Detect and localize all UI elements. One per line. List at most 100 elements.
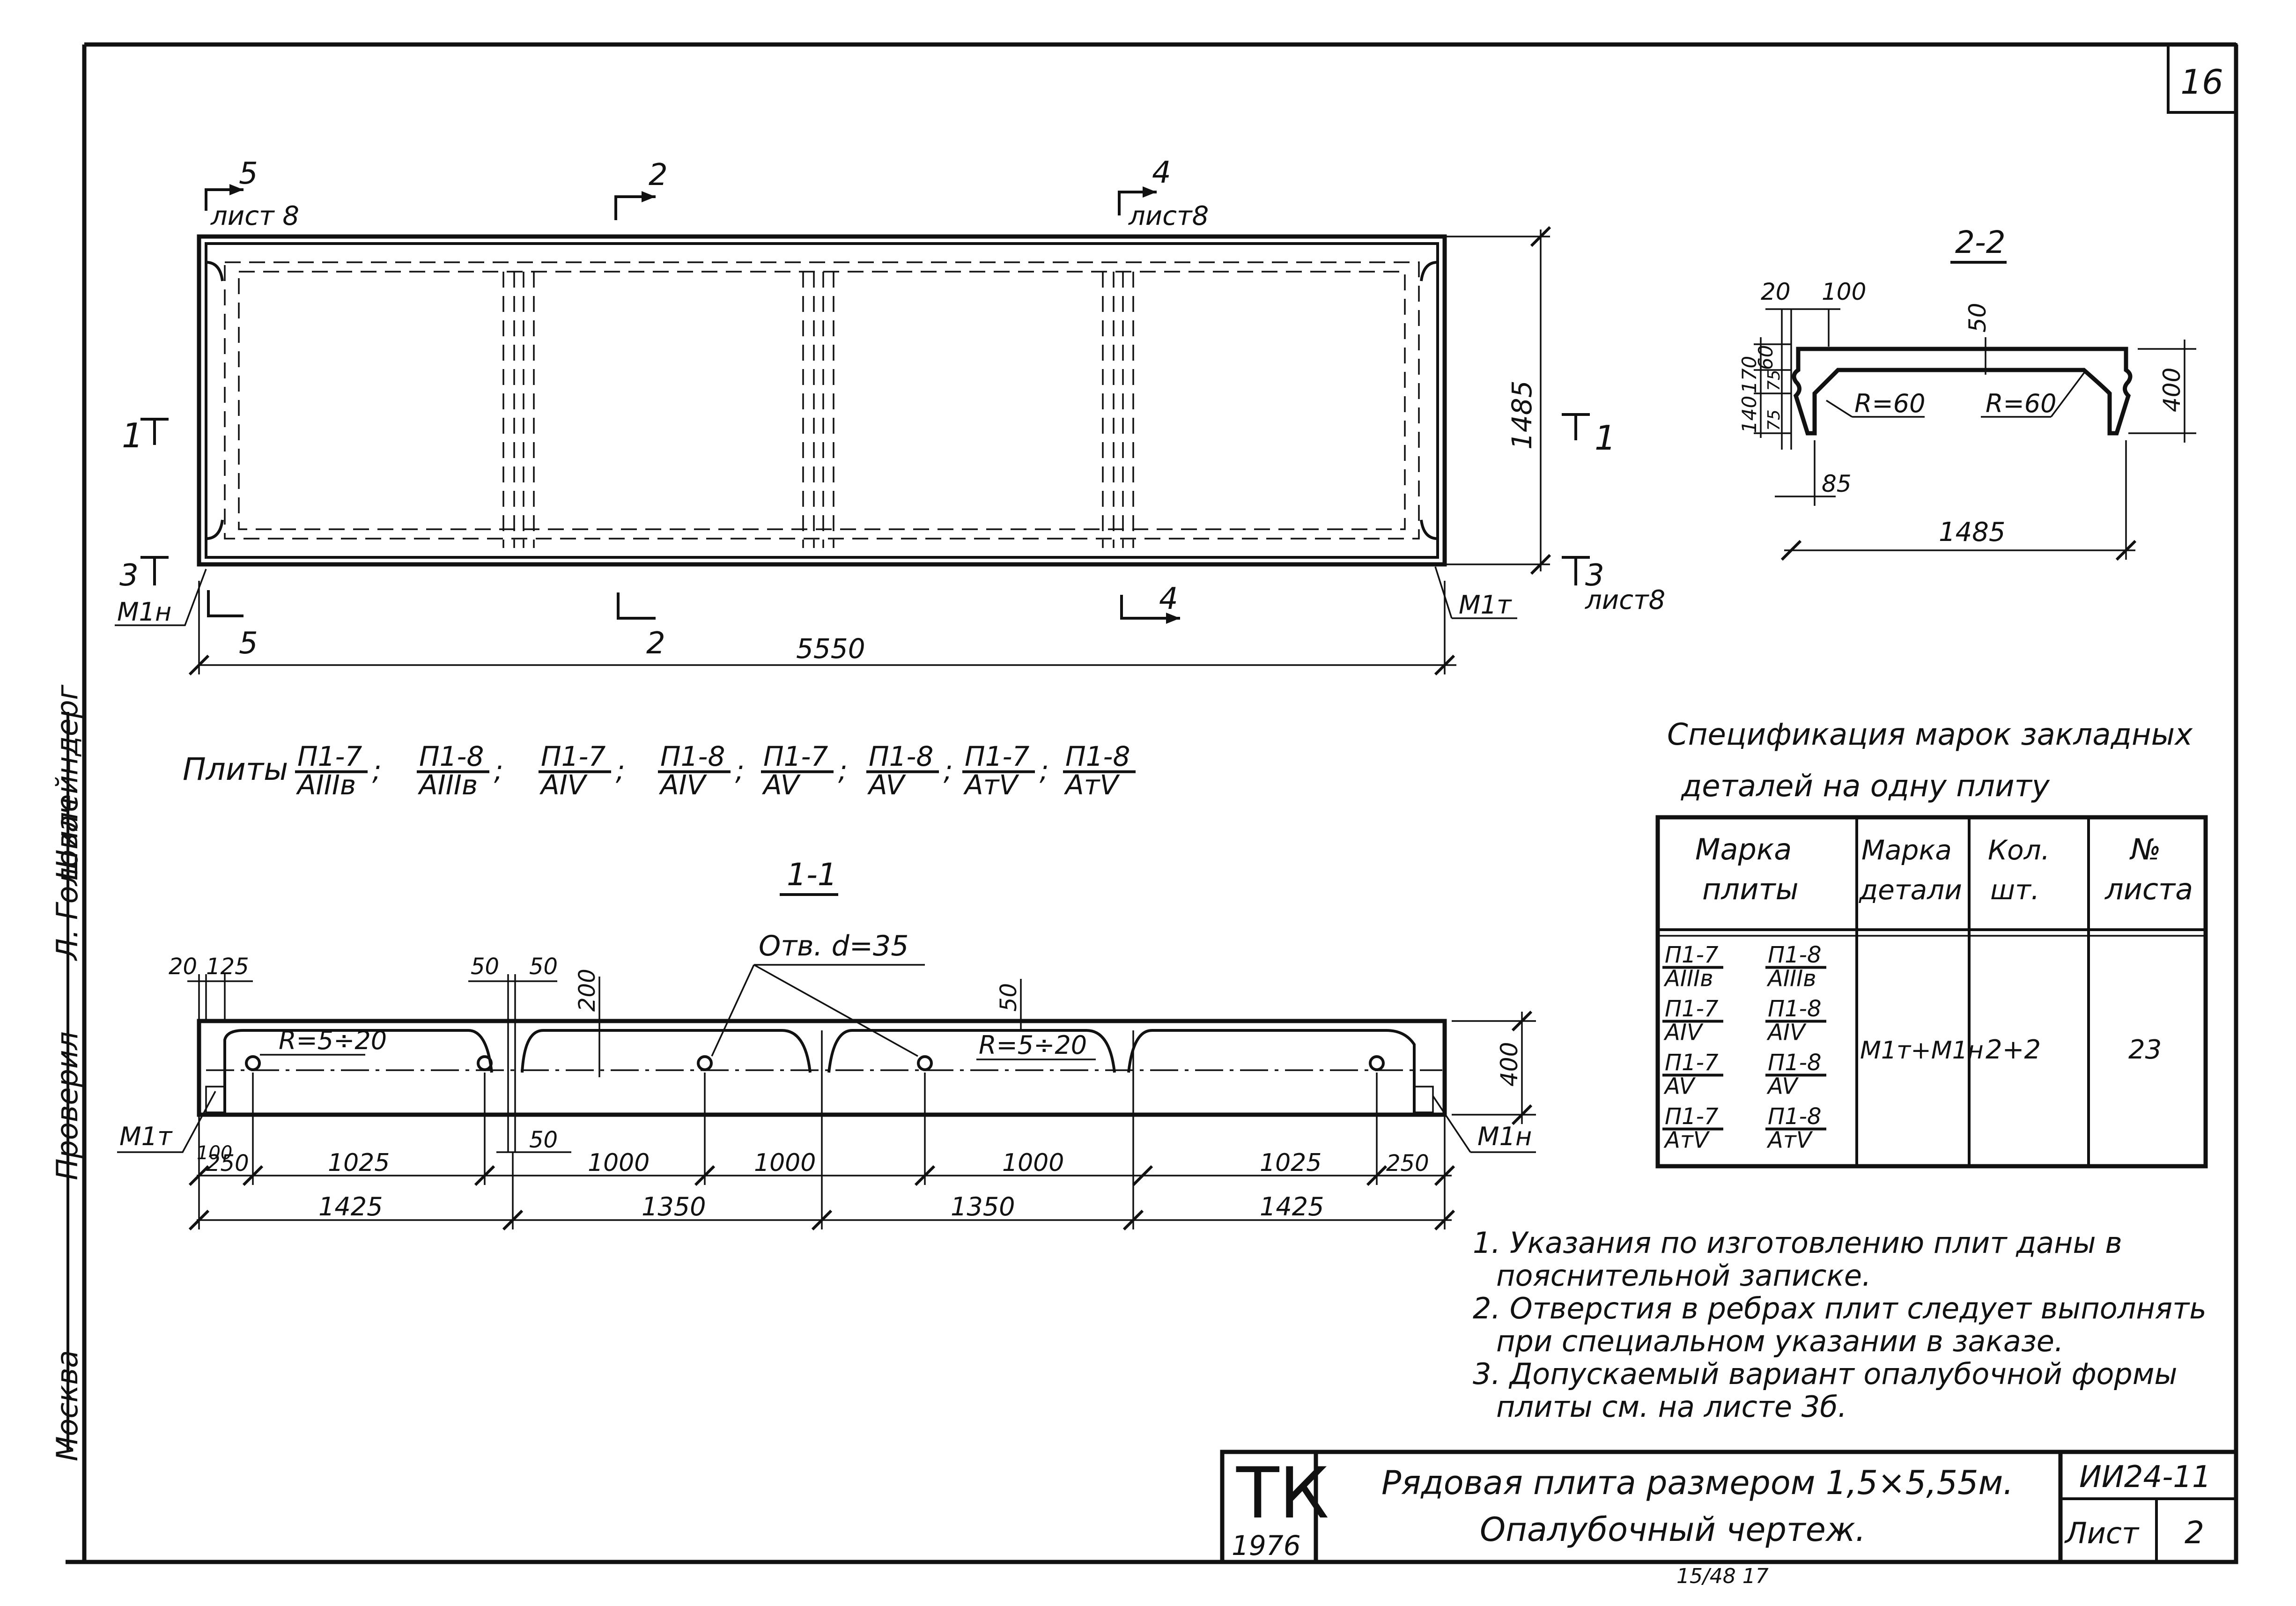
s11-d50c: 50 [996,983,1022,1012]
spec-h4b: листа [2104,872,2193,906]
plan-section4-num: 4 [1152,155,1171,190]
plate-num: П1-7 [763,740,828,772]
s22-d20: 20 [1761,278,1791,305]
spec-plate-den: AV [1663,1073,1696,1099]
plate-num: П1-8 [419,740,484,772]
s11-d1000b: 1000 [754,1149,816,1177]
plate-num: П1-7 [965,740,1029,772]
s11-d1000a: 1000 [588,1149,650,1177]
tb-sheet-label: Лист [2064,1516,2140,1550]
side-role3: Москва [50,1350,84,1462]
side-role2: Шилейндерг [50,684,84,881]
sheet-number: 16 [2180,62,2223,102]
spec-plate-num: П1-7 [1665,1103,1719,1130]
plan-section2-num: 2 [649,158,668,192]
spec-h1b: плиты [1702,872,1799,906]
s11-d20: 20 [169,954,197,980]
plate-fraction: П1-7AV [761,740,834,801]
tb-title2: Опалубочный чертеж. [1480,1510,1866,1549]
tb-org: ТК [1236,1453,1329,1534]
spec-plate-num: П1-8 [1768,1050,1822,1076]
s11-d1350b: 1350 [951,1192,1015,1221]
s22-d400: 400 [2158,368,2185,412]
plate-separator: ; [735,755,745,786]
s22-d75b: 75 [1764,409,1784,431]
s11-d50a: 50 [471,954,499,980]
s11-d1025a: 1025 [328,1149,390,1177]
s11-d250a: 250 [206,1150,249,1177]
s22-radius-right: R=60 [1986,389,2056,418]
s11-d100: 100 [197,1142,232,1164]
tb-code: ИИ24-11 [2079,1460,2211,1495]
spec-table: Спецификация марок закладных деталей на … [1655,718,2208,1169]
spec-sheet: 23 [2128,1035,2162,1065]
s11-d1350a: 1350 [642,1192,706,1221]
note-3a: 3. Допускаемый вариант опалубочной формы [1473,1357,2177,1391]
section11-title: 1-1 [787,857,837,893]
plate-separator: ; [372,755,382,786]
plate-separator: ; [1040,755,1049,786]
tb-title1: Рядовая плита размером 1,5×5,55м. [1381,1464,2014,1502]
tb-year: 1976 [1232,1530,1301,1562]
plate-fraction: П1-8AV [866,740,939,801]
plate-den: AIV [539,769,588,801]
s11-d250b: 250 [1386,1150,1429,1177]
spec-plate-den: AIIIв [1766,965,1816,992]
plate-den: AIIIв [417,769,478,801]
spec-plate-den: AV [1766,1073,1799,1099]
s11-radius-right: R=5÷20 [979,1030,1087,1060]
footer-code: 15/48 17 [1676,1564,1769,1588]
spec-h1a: Марка [1695,832,1792,866]
spec-h3a: Кол. [1988,834,2050,866]
side-name1: Л. Головач [50,798,84,961]
spec-plate-den: AтV [1663,1127,1710,1153]
s11-d50: 50 [529,1127,558,1153]
spec-detail: М1т+М1н [1860,1036,1984,1065]
plan-section1-left: 1 [122,416,143,455]
plate-num: П1-7 [541,740,605,772]
spec-plate-fraction: П1-7AV [1662,1050,1723,1099]
spec-plate-num: П1-7 [1665,942,1719,968]
section-11: 1-1 Отв. d=35 R=5÷20 R=5÷20 [117,857,1536,1231]
plate-den: AV [867,769,907,801]
plan-section5-num: 5 [239,156,258,191]
spec-plates: П1-7AIIIвП1-8AIIIвП1-7AIVП1-8AIVП1-7AVП1… [1662,942,1826,1153]
note-2b: при специальном указании в заказе. [1496,1324,2064,1358]
s11-d400: 400 [1496,1042,1523,1087]
plan-section4-num-b: 4 [1159,582,1178,616]
plate-num: П1-8 [869,740,933,772]
s22-d85: 85 [1822,470,1852,497]
plate-den: AтV [1063,769,1120,801]
s11-d125: 125 [206,954,249,980]
tb-sheet-no: 2 [2185,1515,2204,1551]
s22-d75a: 75 [1764,370,1784,391]
plate-den: AIIIв [295,769,356,801]
spec-plate-num: П1-8 [1768,1103,1822,1130]
s11-d50b: 50 [529,954,558,980]
plate-separator: ; [616,755,625,786]
spec-title-line1: Спецификация марок закладных [1667,718,2193,752]
s11-d1000c: 1000 [1002,1149,1064,1177]
title-block: ТК 1976 Рядовая плита размером 1,5×5,55м… [1220,1450,2238,1564]
s11-mark-left: М1т [119,1122,173,1151]
plate-num: П1-7 [297,740,362,772]
side-stamp: Проверил Л. Головач Шилейндерг Москва [50,684,84,1461]
plan-section5-sheet: лист 8 [210,201,299,231]
plan-section1-right: 1 [1595,418,1616,458]
spec-qty: 2+2 [1986,1035,2041,1065]
plate-num: П1-8 [660,740,725,772]
s22-d100: 100 [1822,278,1866,305]
note-1a: 1. Указания по изготовлению плит даны в [1473,1226,2122,1260]
plan-dim-width: 1485 [1506,380,1538,450]
plate-separator: ; [838,755,848,786]
plan-mark-left: М1н [117,597,171,627]
section-22: 2-2 20 100 50 60 170 140 75 75 400 85 14… [1738,224,2196,561]
spec-plate-num: П1-8 [1768,942,1822,968]
spec-plate-den: AтV [1766,1127,1813,1153]
s11-d1025b: 1025 [1260,1149,1321,1177]
